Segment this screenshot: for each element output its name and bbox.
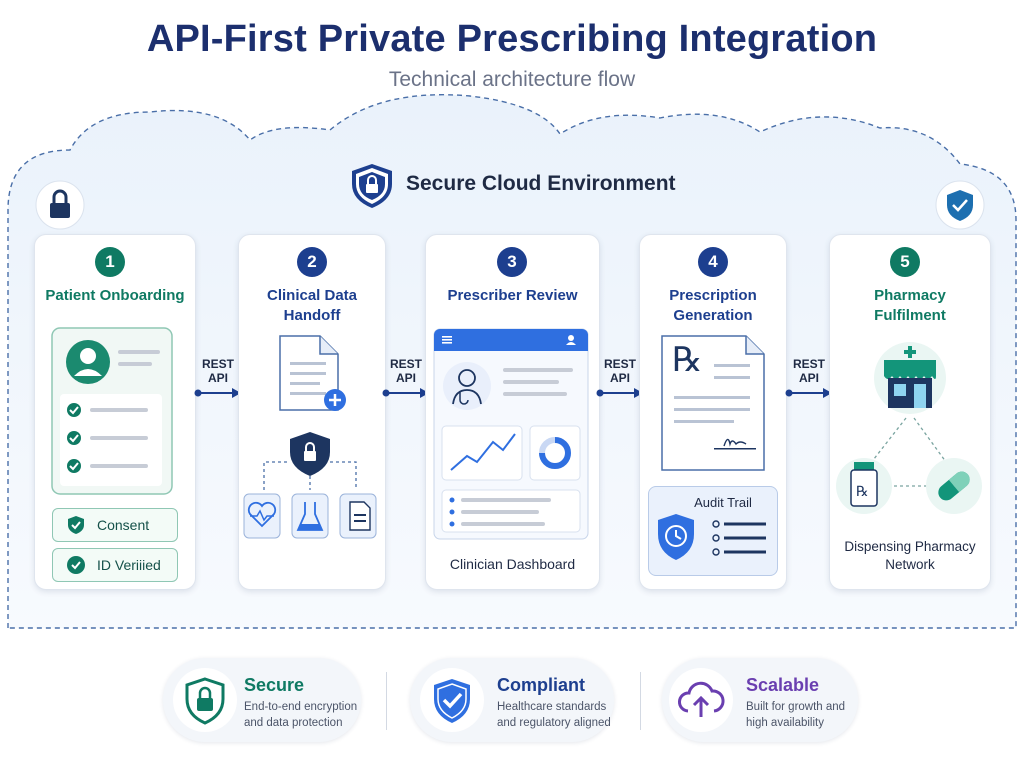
page-title: API-First Private Prescribing Integratio…	[146, 18, 878, 60]
step-number: 5	[890, 247, 920, 277]
lock-badge-icon	[35, 180, 85, 230]
page-subtitle: Technical architecture flow	[388, 68, 636, 91]
line-chart-icon	[441, 425, 523, 481]
medicine-bottle-icon: ℞	[836, 458, 892, 514]
pill-capsule-icon	[926, 458, 982, 514]
clinician-dashboard-illustration	[433, 328, 589, 540]
prescription-document-icon	[661, 335, 765, 471]
patient-profile-form-icon	[51, 327, 173, 495]
lab-flask-icon	[291, 493, 329, 539]
step-number: 4	[698, 247, 728, 277]
document-add-icon	[279, 335, 346, 411]
step-number: 3	[497, 247, 527, 277]
id-verified-badge: ID Veriiied	[52, 548, 178, 582]
arrow-right-icon	[382, 388, 429, 398]
shield-check-icon	[420, 668, 484, 732]
audit-trail-illustration	[658, 514, 766, 560]
step-title: Patient Onboarding	[45, 287, 185, 304]
consent-badge: Consent	[52, 508, 178, 542]
step-title: Prescriber Review	[447, 287, 578, 304]
feature-title: Compliant	[497, 675, 585, 695]
menu-icon	[442, 336, 452, 344]
svg-text:℞: ℞	[856, 484, 869, 500]
check-circle-icon	[67, 556, 85, 574]
shield-lock-icon	[173, 668, 237, 732]
checklist-icon	[67, 403, 148, 473]
pharmacy-store-icon	[874, 342, 946, 414]
arrow-right-icon	[596, 388, 643, 398]
feature-title: Scalable	[746, 675, 820, 695]
data-handoff-illustration	[243, 335, 377, 539]
environment-title: Secure Cloud Environment	[406, 172, 676, 195]
shield-check-badge-icon	[935, 180, 985, 230]
user-icon	[566, 335, 576, 345]
id-verified-label: ID Veriiied	[97, 557, 161, 573]
dashboard-caption: Clinician Dashboard	[449, 556, 576, 572]
step-number: 2	[297, 247, 327, 277]
rx-symbol: ℞	[672, 340, 703, 380]
doctor-icon	[443, 362, 491, 410]
arrow-right-icon	[785, 388, 832, 398]
donut-chart-icon	[529, 425, 581, 481]
pharmacy-network-illustration: ℞	[836, 342, 982, 514]
signature-icon	[723, 438, 747, 447]
consent-label: Consent	[97, 517, 150, 533]
step-number: 1	[95, 247, 125, 277]
heart-rate-icon	[243, 493, 281, 539]
shield-lock-icon	[290, 432, 330, 476]
divider	[386, 672, 387, 730]
shield-clock-icon	[658, 514, 694, 560]
shield-check-icon	[68, 516, 84, 534]
document-icon	[339, 493, 377, 539]
shield-lock-icon	[352, 164, 392, 208]
audit-trail-label: Audit Trail	[694, 495, 752, 510]
feature-title: Secure	[244, 675, 305, 695]
divider	[640, 672, 641, 730]
arrow-right-icon	[194, 388, 241, 398]
cloud-upload-icon	[669, 668, 733, 732]
